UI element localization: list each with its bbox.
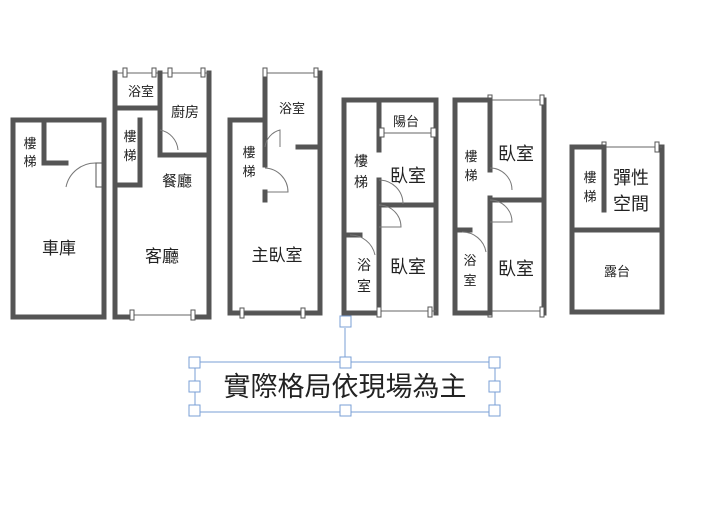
resize-handle-bottom-right[interactable] bbox=[488, 404, 501, 417]
floor5-bedroom-front: 臥室 bbox=[498, 144, 534, 165]
floor-plan-2: 浴室 廚房 樓 梯 餐廳 客廳 bbox=[112, 67, 212, 321]
floor6-stairs: 樓 梯 bbox=[583, 171, 596, 205]
floor-plan-4: 陽台 樓 梯 臥室 浴 室 臥室 bbox=[341, 97, 439, 318]
room-label: 樓 bbox=[242, 146, 255, 161]
floor3-master-bedroom: 主臥室 bbox=[252, 246, 303, 266]
floor4-balcony: 陽台 bbox=[393, 115, 419, 130]
floor2-living: 客廳 bbox=[145, 247, 179, 267]
room-label: 樓 bbox=[464, 150, 477, 165]
floor4-bedroom-back: 臥室 bbox=[390, 257, 426, 278]
floor-plan-3: 浴室 樓 梯 主臥室 bbox=[227, 67, 323, 319]
floor5-bath: 浴 室 bbox=[463, 254, 476, 289]
room-label: 梯 bbox=[23, 155, 36, 170]
floor1-stairs: 樓 梯 bbox=[23, 137, 36, 170]
resize-handle-top[interactable] bbox=[339, 356, 352, 369]
floor3-stairs: 樓 梯 bbox=[242, 146, 255, 180]
room-label: 樓 bbox=[123, 130, 136, 145]
floor5-bedroom-back: 臥室 bbox=[498, 259, 534, 280]
rotate-handle[interactable] bbox=[339, 315, 352, 328]
resize-handle-bottom-left[interactable] bbox=[188, 404, 201, 417]
floor-plan-6: 樓 梯 彈性 空間 露台 bbox=[569, 141, 665, 315]
note-text: 實際格局依現場為主 bbox=[224, 372, 467, 403]
floor2-bath: 浴室 bbox=[128, 84, 154, 100]
room-label: 彈性 bbox=[613, 168, 649, 189]
room-label: 梯 bbox=[583, 190, 596, 205]
resize-handle-top-right[interactable] bbox=[488, 356, 501, 369]
note-text-box[interactable]: 實際格局依現場為主 bbox=[188, 315, 501, 417]
room-label: 梯 bbox=[464, 169, 477, 184]
resize-handle-left[interactable] bbox=[188, 380, 201, 393]
room-label: 梯 bbox=[354, 175, 368, 191]
room-label: 空間 bbox=[613, 194, 649, 215]
resize-handle-bottom[interactable] bbox=[339, 404, 352, 417]
room-label: 室 bbox=[357, 278, 371, 295]
room-label: 樓 bbox=[23, 137, 36, 152]
floor3-bath: 浴室 bbox=[279, 101, 305, 117]
floor2-stairs: 樓 梯 bbox=[123, 130, 136, 164]
floor-plan-1: 樓 梯 車庫 bbox=[10, 117, 107, 320]
floor-plan-5: 臥室 樓 梯 浴 室 臥室 bbox=[452, 94, 547, 318]
resize-handle-right[interactable] bbox=[488, 380, 501, 393]
room-label: 梯 bbox=[123, 149, 136, 164]
room-label: 浴 bbox=[463, 254, 476, 269]
floor4-stairs: 樓 梯 bbox=[354, 154, 368, 191]
room-label: 樓 bbox=[583, 171, 596, 186]
floor5-stairs: 樓 梯 bbox=[464, 150, 477, 184]
room-label: 樓 bbox=[354, 154, 368, 170]
floor1-garage: 車庫 bbox=[42, 239, 76, 259]
floor2-dining: 餐廳 bbox=[162, 172, 192, 190]
floor4-bedroom-front: 臥室 bbox=[390, 166, 426, 187]
resize-handle-top-left[interactable] bbox=[188, 356, 201, 369]
floor6-flex-space: 彈性 空間 bbox=[613, 168, 649, 215]
floor2-kitchen: 廚房 bbox=[171, 104, 199, 121]
floor4-bath: 浴 室 bbox=[357, 258, 371, 295]
floor6-terrace: 露台 bbox=[604, 265, 630, 280]
room-label: 梯 bbox=[242, 165, 255, 180]
room-label: 室 bbox=[463, 273, 476, 289]
room-label: 浴 bbox=[357, 258, 371, 274]
